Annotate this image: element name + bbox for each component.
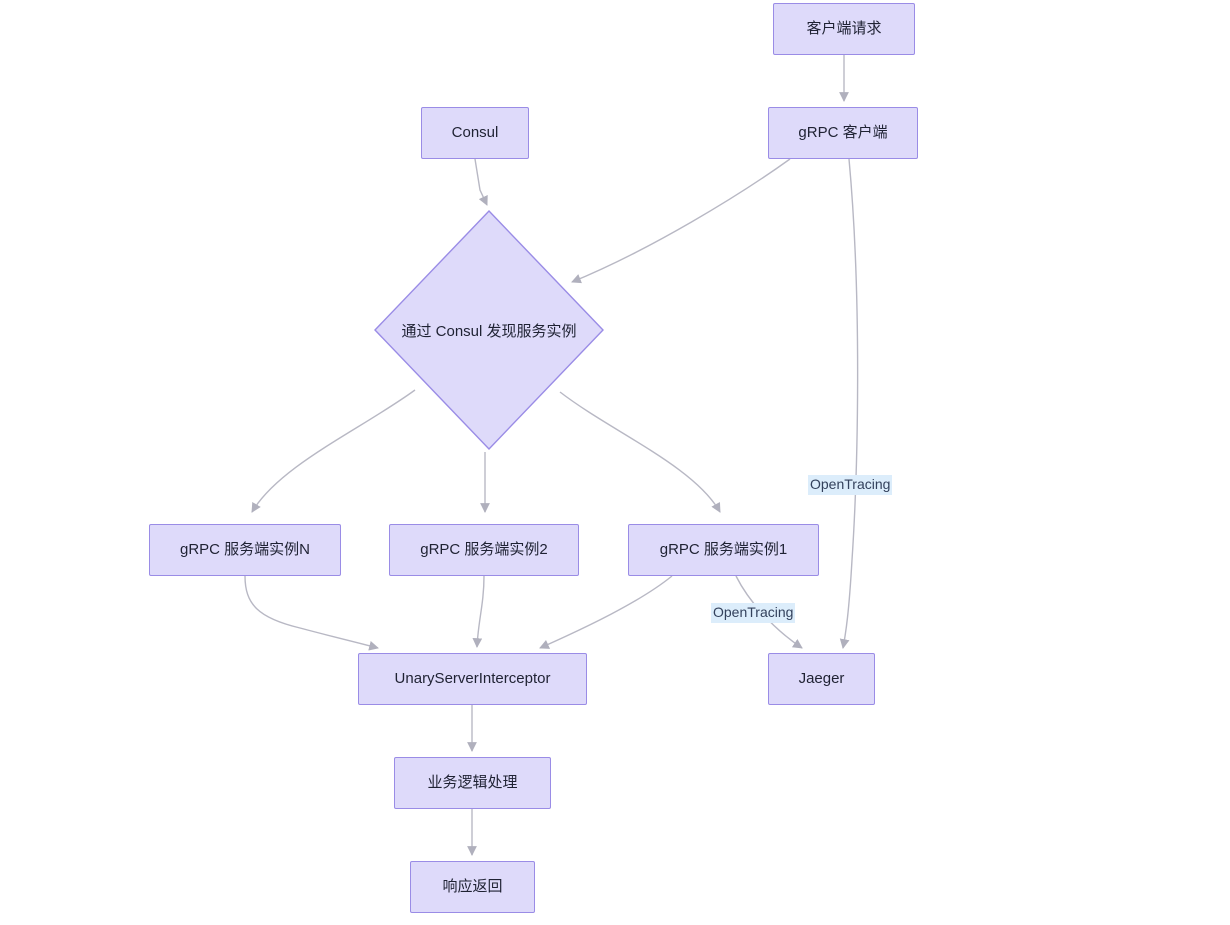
node-label: gRPC 服务端实例2 [420, 541, 548, 558]
edge-grpc-client-to-jaeger [839, 158, 859, 649]
node-grpc-client[interactable]: gRPC 客户端 [768, 107, 918, 159]
node-label: gRPC 客户端 [798, 124, 888, 141]
node-discover-service-instance[interactable]: 通过 Consul 发现服务实例 [374, 210, 604, 450]
node-label: 通过 Consul 发现服务实例 [401, 322, 577, 340]
node-client-request[interactable]: 客户端请求 [773, 3, 915, 55]
node-jaeger[interactable]: Jaeger [768, 653, 875, 705]
node-grpc-server-instance-1[interactable]: gRPC 服务端实例1 [628, 524, 819, 576]
node-response[interactable]: 响应返回 [410, 861, 535, 913]
node-label: 响应返回 [442, 878, 503, 895]
edge-server-1-to-interceptor [539, 575, 673, 649]
node-label: 客户端请求 [806, 20, 882, 37]
edge-discover-to-server-n [251, 389, 416, 513]
node-label-wrap: 通过 Consul 发现服务实例 [374, 210, 604, 450]
edge-consul-to-discover [474, 158, 488, 206]
node-label: UnaryServerInterceptor [394, 670, 551, 687]
node-grpc-server-instance-2[interactable]: gRPC 服务端实例2 [389, 524, 579, 576]
node-unary-server-interceptor[interactable]: UnaryServerInterceptor [358, 653, 587, 705]
node-label: 业务逻辑处理 [427, 774, 518, 791]
node-consul[interactable]: Consul [421, 107, 529, 159]
edge-label-opentracing-server: OpenTracing [711, 603, 796, 623]
edge-server-n-to-interceptor [244, 575, 379, 651]
edge-server-2-to-interceptor [472, 575, 485, 648]
node-business-logic[interactable]: 业务逻辑处理 [394, 757, 551, 809]
edge-discover-to-server-1 [559, 391, 721, 513]
diamond-shape [374, 210, 604, 450]
node-label: gRPC 服务端实例1 [659, 541, 788, 558]
edge-grpc-client-to-discover [571, 158, 791, 284]
node-grpc-server-instance-n[interactable]: gRPC 服务端实例N [149, 524, 341, 576]
node-label: Jaeger [798, 670, 845, 687]
node-label: gRPC 服务端实例N [179, 541, 310, 558]
edge-label-opentracing-client: OpenTracing [808, 475, 893, 495]
node-label: Consul [451, 124, 499, 141]
